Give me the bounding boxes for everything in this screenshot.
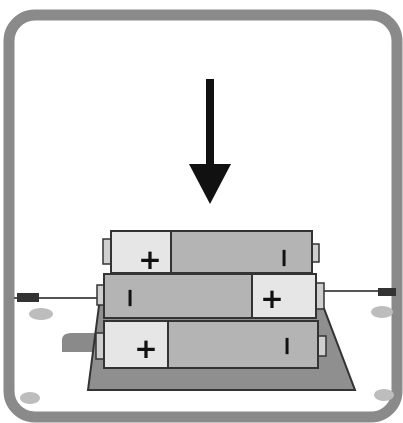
screw-hole-left <box>29 308 53 320</box>
arrow-down-icon <box>189 79 231 204</box>
battery-middle-negative-label: − <box>115 287 145 309</box>
edge-tab-left <box>17 293 39 302</box>
screw-hole-right <box>371 306 393 318</box>
battery-top: + − <box>102 230 320 276</box>
screw-hole-bottom-left <box>20 392 40 404</box>
battery-bottom-negative-label: − <box>272 335 302 357</box>
battery-middle: + − <box>96 273 325 319</box>
battery-bottom: + − <box>95 320 327 369</box>
screw-hole-bottom-right <box>374 389 394 401</box>
battery-middle-positive-label: + <box>260 282 283 315</box>
battery-bottom-positive-label: + <box>134 332 157 365</box>
battery-top-negative-label: − <box>269 247 299 269</box>
battery-top-positive-label: + <box>138 243 161 276</box>
edge-tab-right <box>378 288 396 296</box>
